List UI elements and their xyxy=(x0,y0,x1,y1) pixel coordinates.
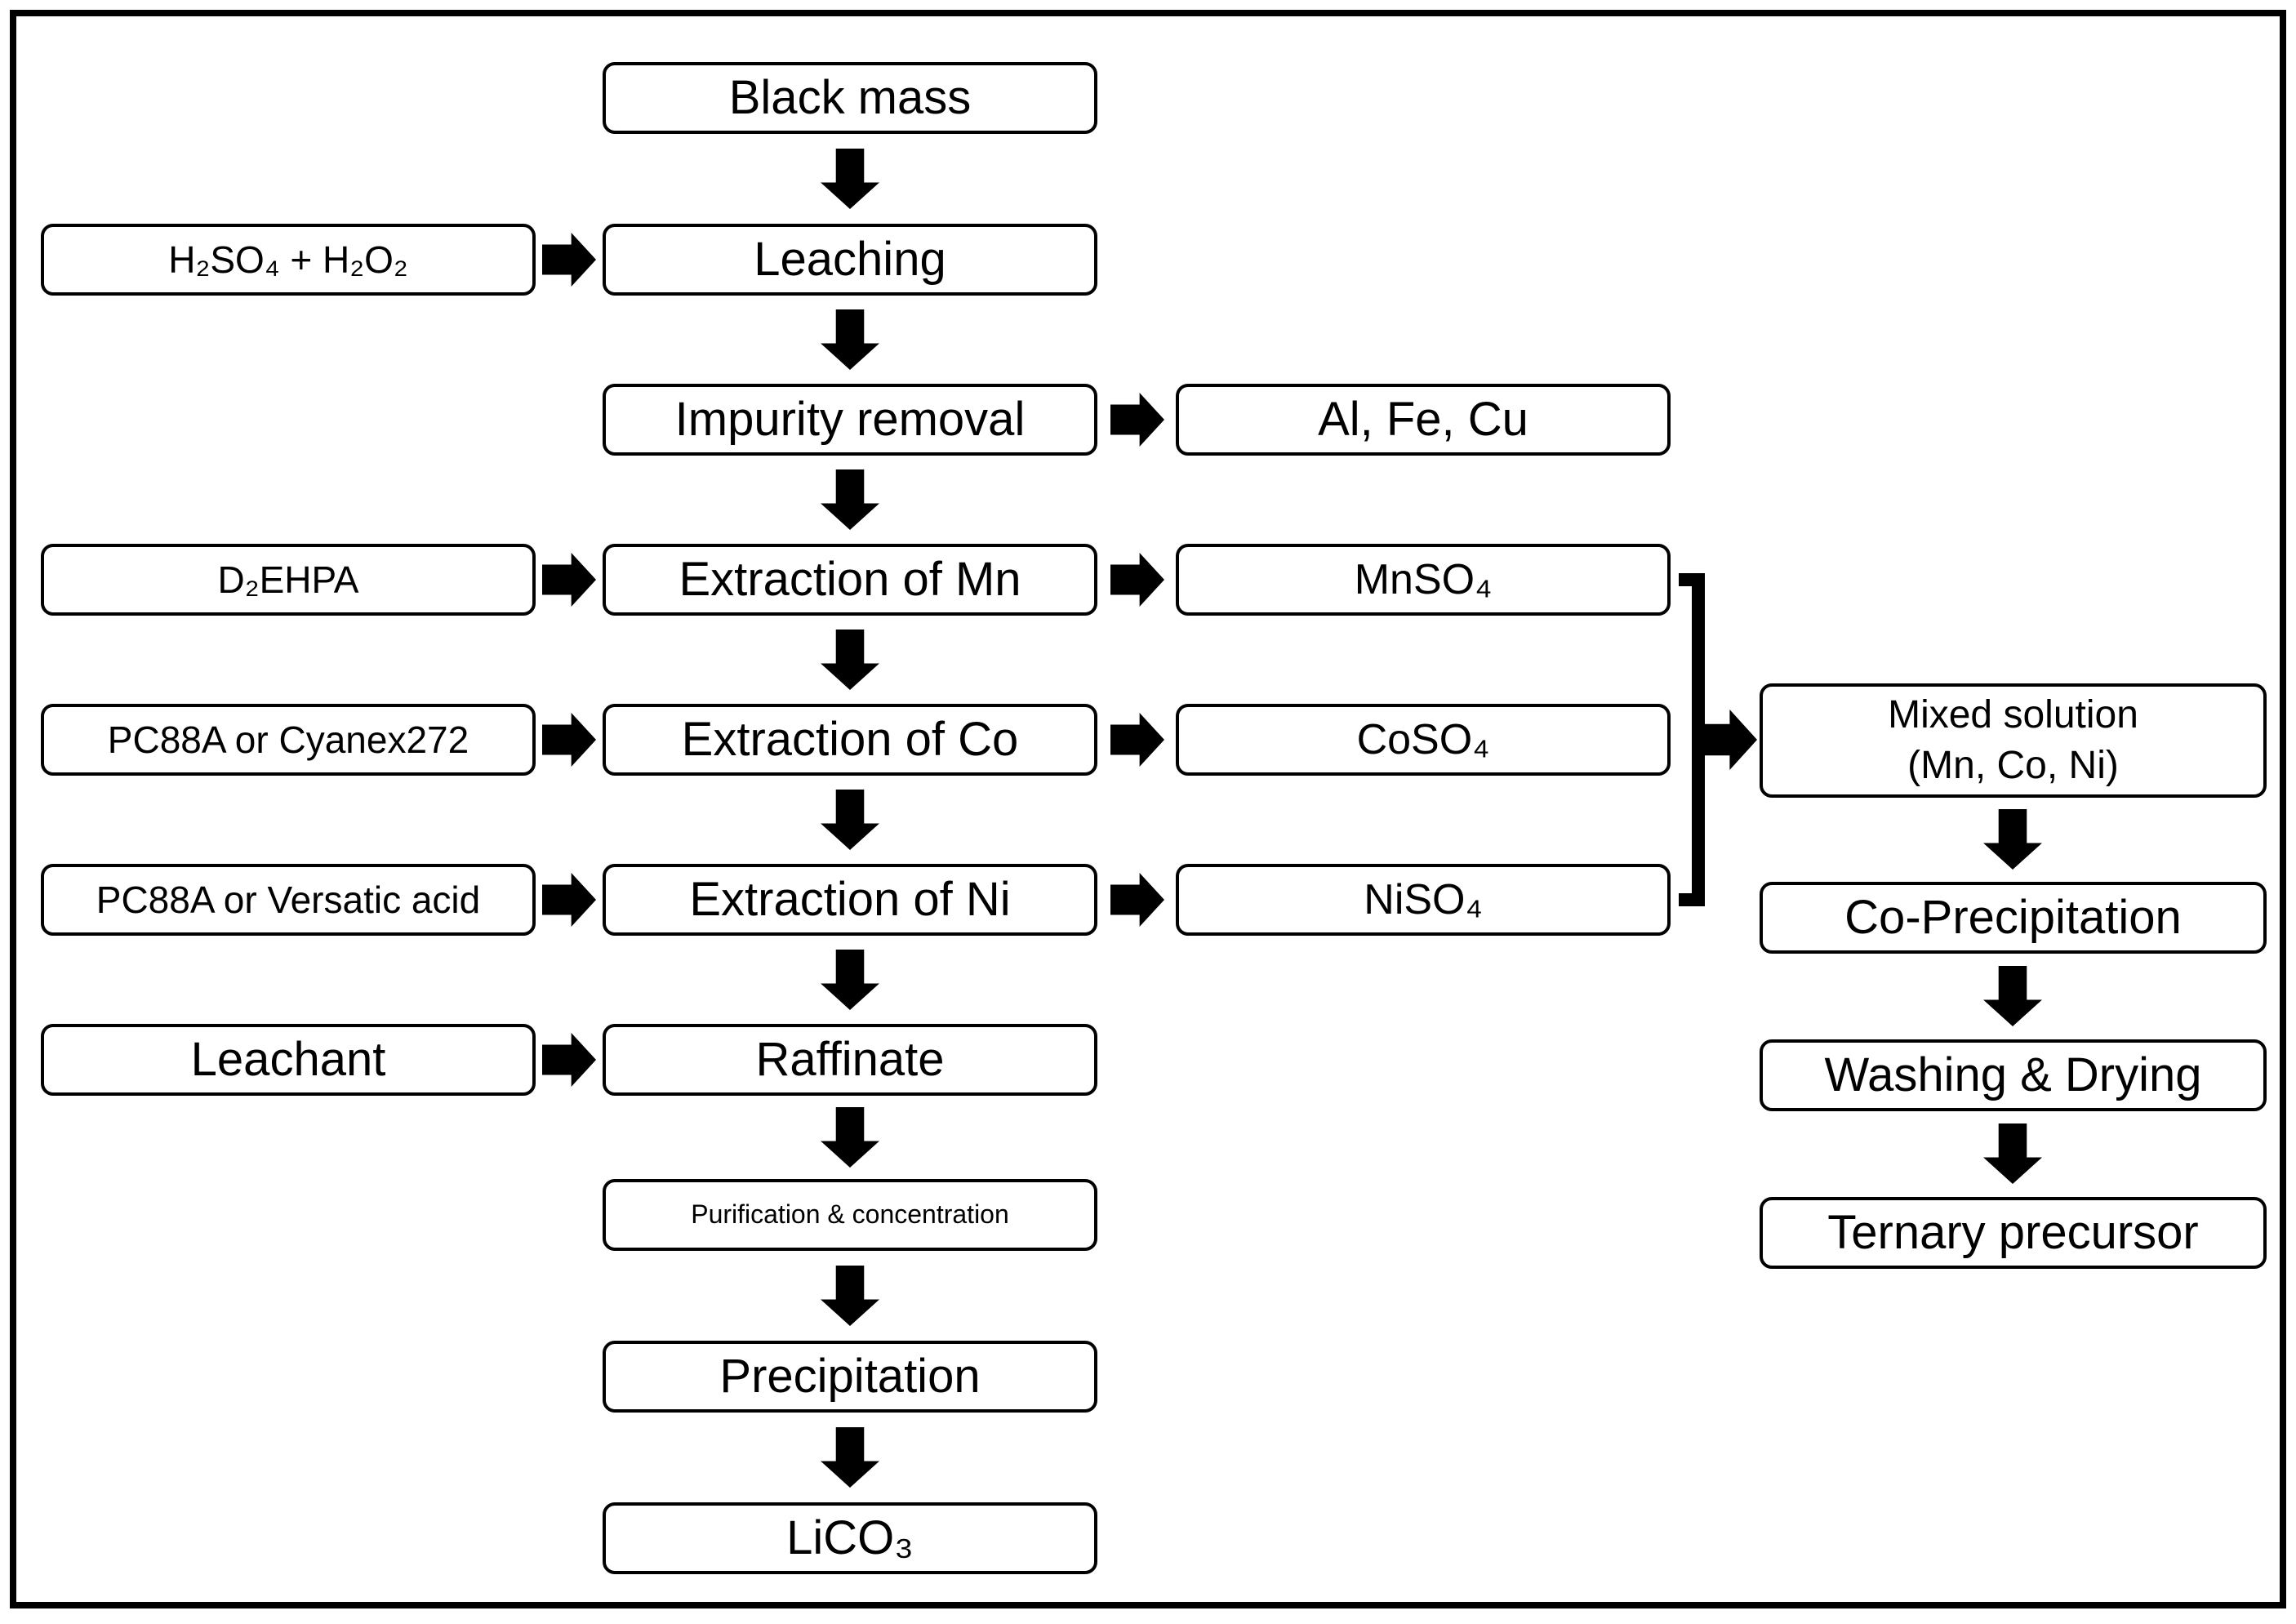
node-label: Ternary precursor xyxy=(1827,1205,2199,1259)
node-al-fe-cu: Al, Fe, Cu xyxy=(1176,384,1671,456)
node-label-line2: (Mn, Co, Ni) xyxy=(1907,744,2119,787)
node-mnso4: MnSO₄ xyxy=(1176,544,1671,616)
node-label: Co-Precipitation xyxy=(1844,890,2182,944)
node-label: CoSO₄ xyxy=(1356,715,1490,763)
node-black-mass: Black mass xyxy=(603,62,1097,134)
node-h2so4-h2o2: H₂SO₄ + H₂O₂ xyxy=(41,224,536,296)
node-pc88a-cyanex272: PC88A or Cyanex272 xyxy=(41,704,536,776)
node-label: Raffinate xyxy=(755,1032,945,1086)
outer-border xyxy=(10,10,2286,1608)
node-label: PC88A or Versatic acid xyxy=(96,878,481,921)
node-label: Extraction of Co xyxy=(681,712,1019,766)
node-label: H₂SO₄ + H₂O₂ xyxy=(168,238,408,281)
merge-bracket-bottom-tick xyxy=(1679,893,1705,906)
node-label: Extraction of Ni xyxy=(689,872,1011,926)
node-co-precipitation: Co-Precipitation xyxy=(1760,882,2267,954)
node-label: Al, Fe, Cu xyxy=(1318,392,1528,446)
node-extraction-of-mn: Extraction of Mn xyxy=(603,544,1097,616)
node-label: MnSO₄ xyxy=(1354,555,1493,603)
node-impurity-removal: Impurity removal xyxy=(603,384,1097,456)
node-leaching: Leaching xyxy=(603,224,1097,296)
node-extraction-of-co: Extraction of Co xyxy=(603,704,1097,776)
node-label: PC88A or Cyanex272 xyxy=(107,718,469,761)
node-niso4: NiSO₄ xyxy=(1176,864,1671,936)
node-coso4: CoSO₄ xyxy=(1176,704,1671,776)
node-label-line1: Mixed solution xyxy=(1888,692,2138,736)
node-label: LiCO₃ xyxy=(786,1511,914,1564)
node-washing-drying: Washing & Drying xyxy=(1760,1039,2267,1111)
node-extraction-of-ni: Extraction of Ni xyxy=(603,864,1097,936)
node-purification-concentration: Purification & concentration xyxy=(603,1179,1097,1251)
node-label: Leachant xyxy=(190,1032,386,1086)
node-pc88a-versatic-acid: PC88A or Versatic acid xyxy=(41,864,536,936)
node-label: D₂EHPA xyxy=(217,558,359,601)
node-lico3: LiCO₃ xyxy=(603,1502,1097,1574)
node-label: Washing & Drying xyxy=(1824,1048,2202,1101)
node-leachant: Leachant xyxy=(41,1024,536,1096)
node-mixed-solution: Mixed solution (Mn, Co, Ni) xyxy=(1760,683,2267,798)
node-label: Leaching xyxy=(754,232,946,286)
node-label: Extraction of Mn xyxy=(679,552,1021,606)
node-d2ehpa: D₂EHPA xyxy=(41,544,536,616)
node-label: Precipitation xyxy=(719,1349,981,1403)
node-label: Purification & concentration xyxy=(691,1199,1009,1230)
node-precipitation: Precipitation xyxy=(603,1341,1097,1413)
node-label: Black mass xyxy=(728,70,972,124)
node-ternary-precursor: Ternary precursor xyxy=(1760,1197,2267,1269)
node-label: NiSO₄ xyxy=(1364,875,1483,923)
node-raffinate: Raffinate xyxy=(603,1024,1097,1096)
merge-bracket-bar xyxy=(1692,573,1705,906)
node-label: Impurity removal xyxy=(674,392,1026,446)
